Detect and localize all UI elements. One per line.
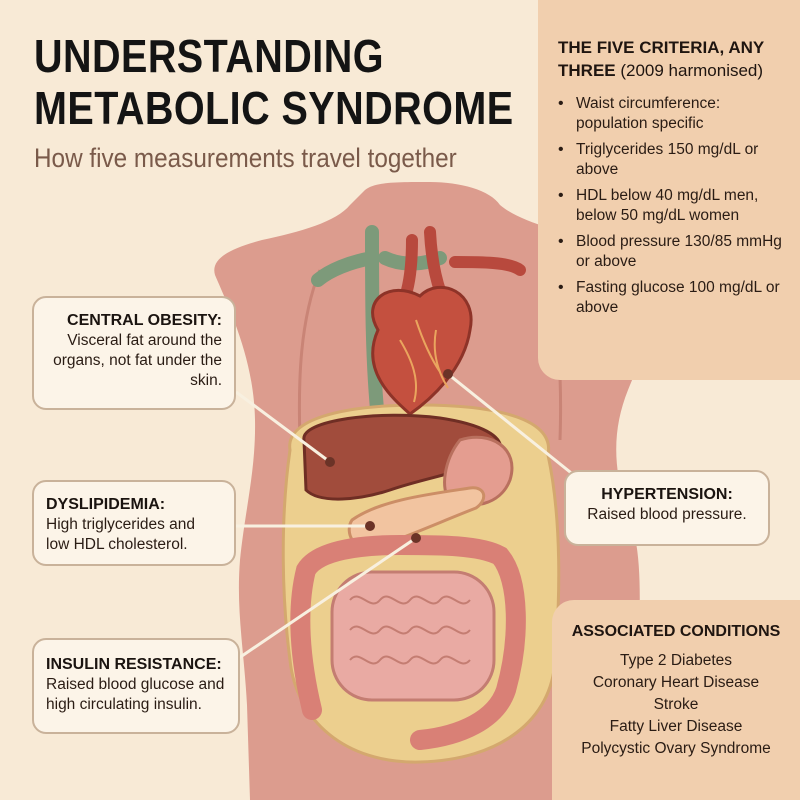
title-line-2: METABOLIC SYNDROME [34, 82, 514, 134]
criteria-item: Blood pressure 130/85 mmHg or above [558, 232, 794, 272]
callout-text: Raised blood glucose and high circulatin… [46, 676, 225, 713]
criteria-title: THE FIVE CRITERIA, ANY THREE (2009 harmo… [558, 36, 792, 82]
criteria-item: Waist circumference: population specific [558, 94, 794, 134]
criteria-list: Waist circumference: population specific… [558, 94, 794, 324]
callout-title: HYPERTENSION: [601, 486, 733, 503]
callout-text: High triglycerides and low HDL cholester… [46, 516, 196, 553]
callout-hypertension: HYPERTENSION: Raised blood pressure. [564, 470, 770, 546]
associated-item: Type 2 Diabetes [619, 652, 732, 669]
callout-title: DYSLIPIDEMIA: [46, 496, 166, 513]
callout-central-obesity: CENTRAL OBESITY: Visceral fat around the… [32, 296, 236, 410]
criteria-item: Fasting glucose 100 mg/dL or above [558, 278, 794, 318]
associated-list: Type 2 Diabetes Coronary Heart Disease S… [552, 650, 800, 760]
large-intestine [290, 534, 526, 750]
callout-title: CENTRAL OBESITY: [67, 312, 222, 329]
callout-title: INSULIN RESISTANCE: [46, 656, 222, 673]
associated-item: Coronary Heart Disease [592, 674, 760, 691]
leader-dot-dyslipidemia [365, 521, 375, 531]
associated-item: Fatty Liver Disease [609, 718, 743, 735]
associated-conditions-panel: ASSOCIATED CONDITIONS Type 2 Diabetes Co… [552, 600, 800, 800]
callout-dyslipidemia: DYSLIPIDEMIA: High triglycerides and low… [32, 480, 236, 566]
criteria-item: Triglycerides 150 mg/dL or above [558, 140, 794, 180]
associated-item: Polycystic Ovary Syndrome [581, 740, 771, 757]
heart-vessels [399, 319, 449, 403]
title-line-1: UNDERSTANDING [34, 30, 384, 82]
small-intestine [330, 570, 496, 702]
heart [371, 285, 473, 416]
leader-line-central-obesity [235, 390, 331, 464]
page-subtitle: How five measurements travel together [34, 143, 457, 173]
callout-text: Raised blood pressure. [587, 506, 747, 523]
intestine-coils [349, 595, 471, 665]
leader-line-hypertension [447, 372, 581, 482]
callout-insulin-resistance: INSULIN RESISTANCE: Raised blood glucose… [32, 638, 240, 734]
callout-text: Visceral fat around the organs, not fat … [53, 332, 222, 389]
criteria-title-bold: THE FIVE CRITERIA, ANY THREE [558, 38, 764, 80]
leader-dot-insulin-resistance [411, 533, 421, 543]
associated-item: Stroke [653, 696, 699, 713]
criteria-panel: THE FIVE CRITERIA, ANY THREE (2009 harmo… [538, 0, 800, 380]
leader-dot-hypertension [443, 369, 453, 379]
associated-title: ASSOCIATED CONDITIONS [571, 623, 781, 640]
page-title: UNDERSTANDING METABOLIC SYNDROME [34, 30, 514, 134]
criteria-item: HDL below 40 mg/dL men, below 50 mg/dL w… [558, 186, 794, 226]
leader-line-insulin-resistance [235, 536, 417, 662]
criteria-title-note: (2009 harmonised) [620, 61, 764, 80]
leader-dot-central-obesity [325, 457, 335, 467]
